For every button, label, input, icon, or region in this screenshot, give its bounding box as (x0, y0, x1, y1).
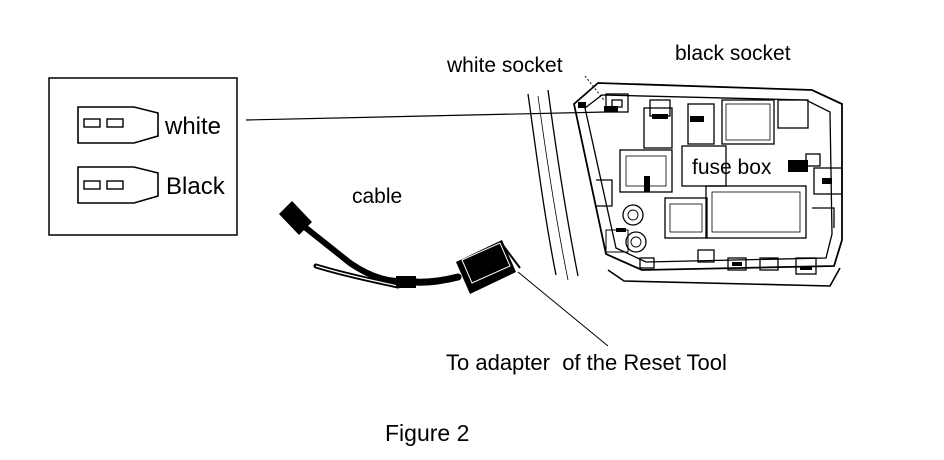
fuse-box-label: fuse box (692, 156, 772, 179)
white-socket-label: white socket (447, 54, 563, 77)
cable-label: cable (352, 185, 403, 208)
white-socket-leader-line (245, 111, 607, 121)
legend-white-label: white (165, 113, 222, 140)
fuse-box-illustration (527, 82, 843, 287)
adapter-leader-line (517, 271, 609, 347)
figure-caption: Figure 2 (385, 420, 470, 446)
legend-box (48, 77, 238, 236)
white-plug-icon (77, 106, 159, 144)
adapter-label: To adapter of the Reset Tool (446, 350, 727, 375)
legend-black-label: Black (166, 173, 225, 200)
black-socket-label: black socket (675, 42, 791, 65)
cable-illustration (279, 201, 521, 294)
fuse-box-solid-parts (578, 102, 832, 270)
black-plug-icon (77, 166, 159, 204)
